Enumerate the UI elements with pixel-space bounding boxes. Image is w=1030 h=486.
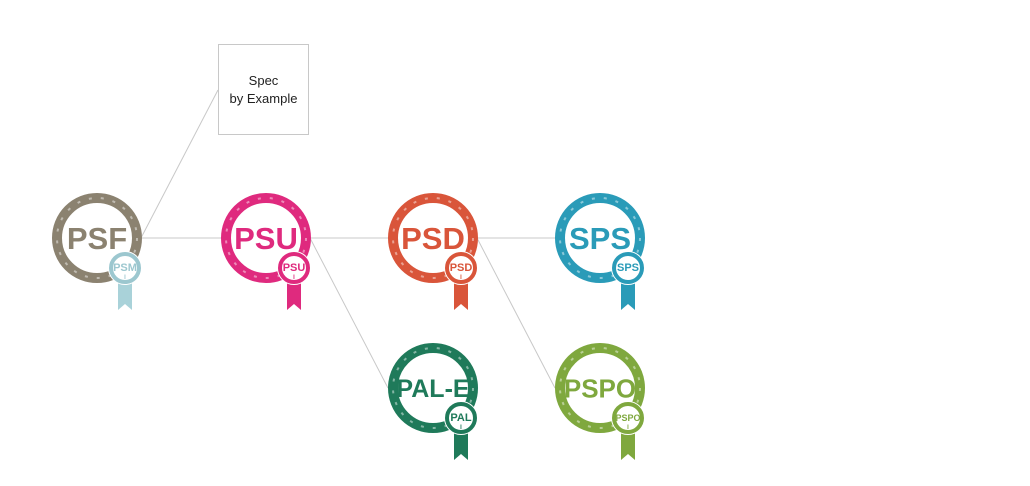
seal-level: I — [460, 275, 462, 281]
badge-ring-pattern — [225, 197, 307, 279]
connector-psd-pspo — [476, 237, 556, 389]
badge-label: PSU — [234, 221, 298, 256]
seal-label: PSM — [113, 262, 137, 274]
connector-psf-spec — [140, 89, 219, 239]
seal-level: I — [627, 425, 629, 431]
badge-label: SPS — [569, 221, 631, 256]
badge-ring — [555, 193, 645, 283]
seal-label: SPS — [617, 262, 639, 274]
spec-box-line1: Spec — [248, 72, 279, 88]
badge-ring-pattern — [559, 197, 641, 279]
badges-layer: PSFPSMIPSUPSUIPSDPSDISPSSPSPAL-EPALIPSPO… — [52, 193, 645, 460]
badge-ring — [388, 193, 478, 283]
seal-label: PSD — [450, 262, 473, 274]
seal-level: I — [124, 275, 126, 281]
seal-ring — [445, 252, 477, 284]
seal-level: I — [460, 425, 462, 431]
seal-label: PAL — [450, 412, 471, 424]
spec-by-example-box: Spec by Example — [218, 44, 309, 135]
badge-label: PAL-E — [396, 375, 469, 403]
badge-ring — [52, 193, 142, 283]
badge-ring — [388, 343, 478, 433]
badge-label: PSF — [67, 221, 127, 256]
spec-box-line2: by Example — [229, 90, 298, 106]
seal-ring — [445, 402, 477, 434]
badge-ring-pattern — [392, 347, 474, 429]
seal-label: PSU — [283, 262, 306, 274]
seal-level: I — [293, 275, 295, 281]
connector-psu-pale — [309, 237, 389, 389]
badge-label: PSD — [401, 221, 465, 256]
badge-pspo: PSPO PSPO I — [555, 343, 645, 460]
badge-ring — [555, 343, 645, 433]
connectors — [140, 89, 556, 389]
badge-ring-pattern — [392, 197, 474, 279]
badge-sps: SPS SPS — [555, 193, 645, 310]
seal-ring — [612, 252, 644, 284]
seal-label: PSPO — [615, 413, 640, 423]
badge-ring-pattern — [559, 347, 641, 429]
badge-ring-pattern — [56, 197, 138, 279]
seal-ring — [278, 252, 310, 284]
seal-ring — [109, 252, 141, 284]
badge-ring — [221, 193, 311, 283]
badge-label: PSPO — [564, 373, 636, 403]
seal-ring — [612, 402, 644, 434]
